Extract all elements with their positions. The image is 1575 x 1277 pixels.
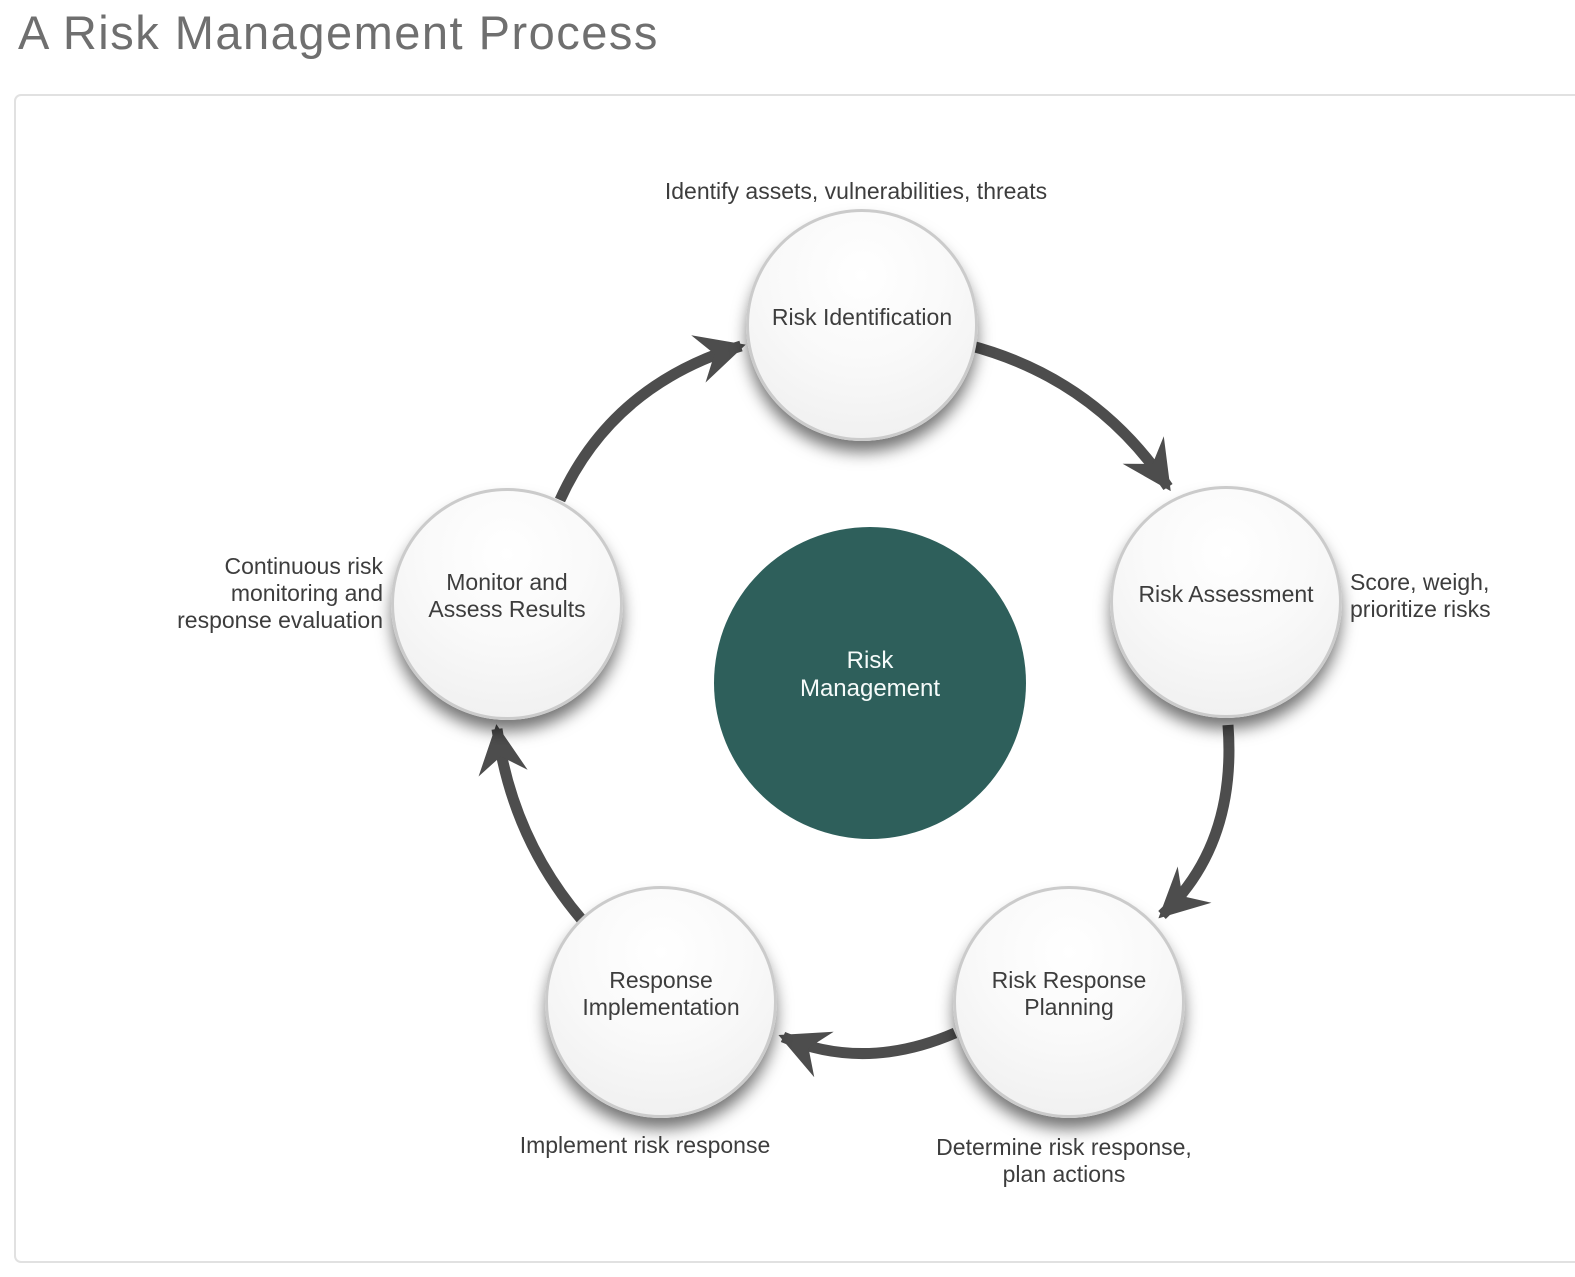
node-response-implementation: Response Implementation [545,886,777,1118]
annotation-risk-response-planning: Determine risk response, plan actions [936,1134,1192,1187]
node-monitor-assess-results: Monitor and Assess Results [391,488,623,720]
node-risk-response-planning: Risk Response Planning [953,886,1185,1118]
node-risk-assessment: Risk Assessment [1110,486,1342,718]
node-label-monitor-assess-results: Monitor and Assess Results [428,569,586,622]
node-risk-identification: Risk Identification [746,209,978,441]
node-label-response-implementation: Response Implementation [582,967,740,1020]
center-node-label: Risk Management [799,647,941,702]
page-title: A Risk Management Process [18,6,659,59]
node-label-risk-identification: Risk Identification [771,303,953,330]
center-node-risk-management: Risk Management [714,527,1026,839]
annotation-response-implementation: Implement risk response [519,1132,771,1158]
annotation-risk-assessment: Score, weigh, prioritize risks [1350,569,1491,622]
annotation-risk-identification: Identify assets, vulnerabilities, threat… [664,178,1048,204]
node-label-risk-response-planning: Risk Response Planning [991,967,1147,1020]
node-label-risk-assessment: Risk Assessment [1138,580,1314,607]
annotation-monitor-assess-results: Continuous risk monitoring and response … [177,553,383,633]
